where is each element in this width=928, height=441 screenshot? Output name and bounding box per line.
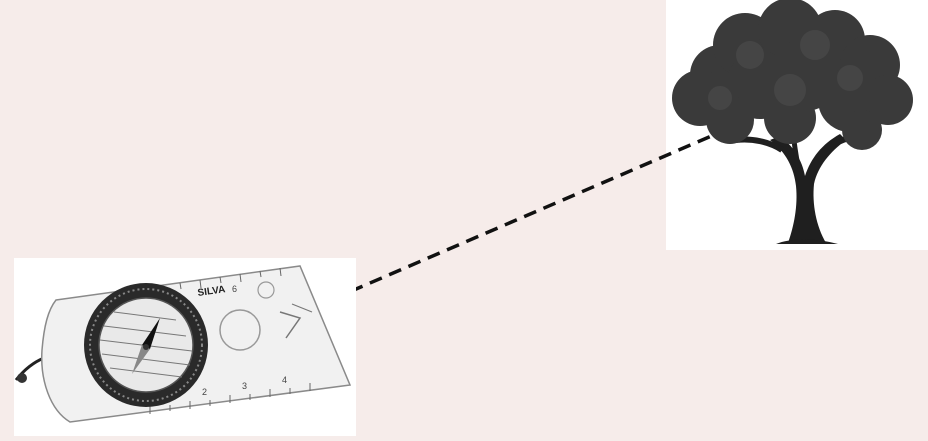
- compass-photo: 1 2 3 4 5 6 SILVA: [14, 258, 356, 436]
- ruler-number: 2: [202, 387, 207, 397]
- ruler-number: 3: [242, 381, 247, 391]
- ruler-number: 4: [282, 375, 287, 385]
- tree-photo: [666, 0, 928, 250]
- ruler-number: 6: [232, 284, 237, 294]
